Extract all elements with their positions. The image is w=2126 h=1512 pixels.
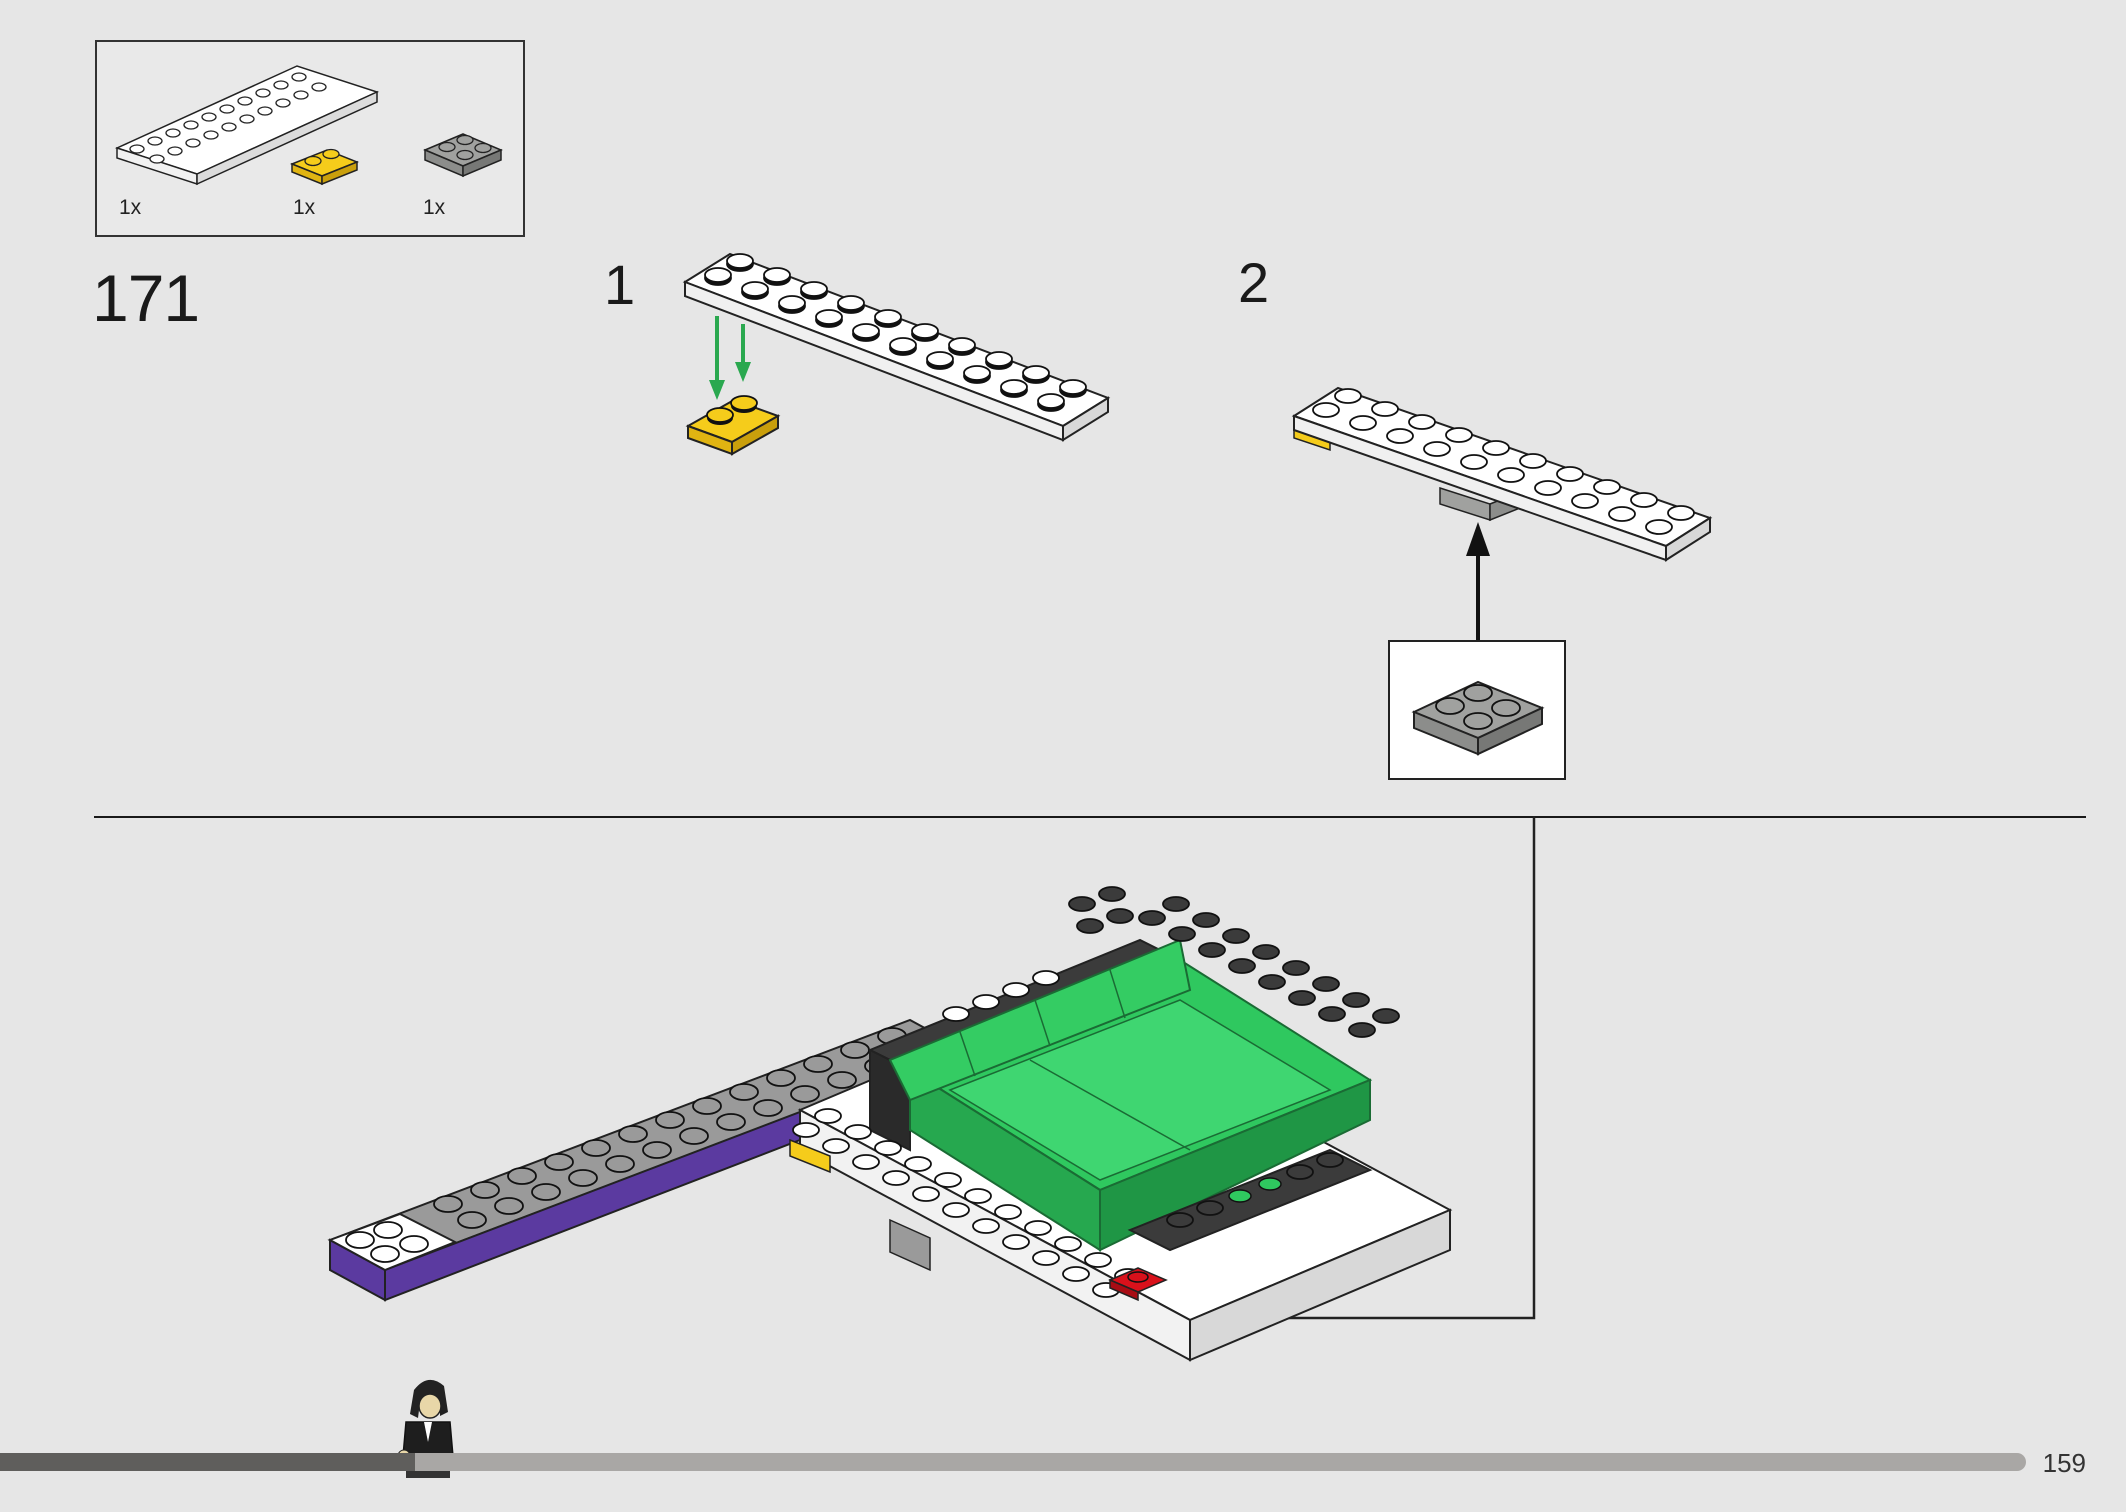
step-number: 171 [92,261,200,335]
main-model-illustration [327,886,1453,1362]
section-divider [94,816,2086,818]
parts-illustrations [114,65,503,186]
part-qty: 1x [423,196,446,219]
page-number: 159 [2042,1448,2086,1478]
progress-fill [0,1453,416,1471]
part-white-plate-2x10 [114,65,380,186]
part-yellow-plate-1x2 [289,148,360,186]
progress-track [0,1453,2026,1471]
substep-number: 1 [604,253,636,316]
part-gray-plate-2x2 [423,133,503,178]
part-qty: 1x [293,196,316,219]
parts-list-box: 1x 1x 1x [95,40,525,237]
callout-box [1388,640,1566,780]
substep-1-illustration [682,252,1111,456]
part-qty: 1x [119,196,142,219]
substep-number: 2 [1238,251,1270,314]
part-gray-plate-2x2 [1411,680,1545,756]
substep-2-illustration [1291,386,1713,642]
